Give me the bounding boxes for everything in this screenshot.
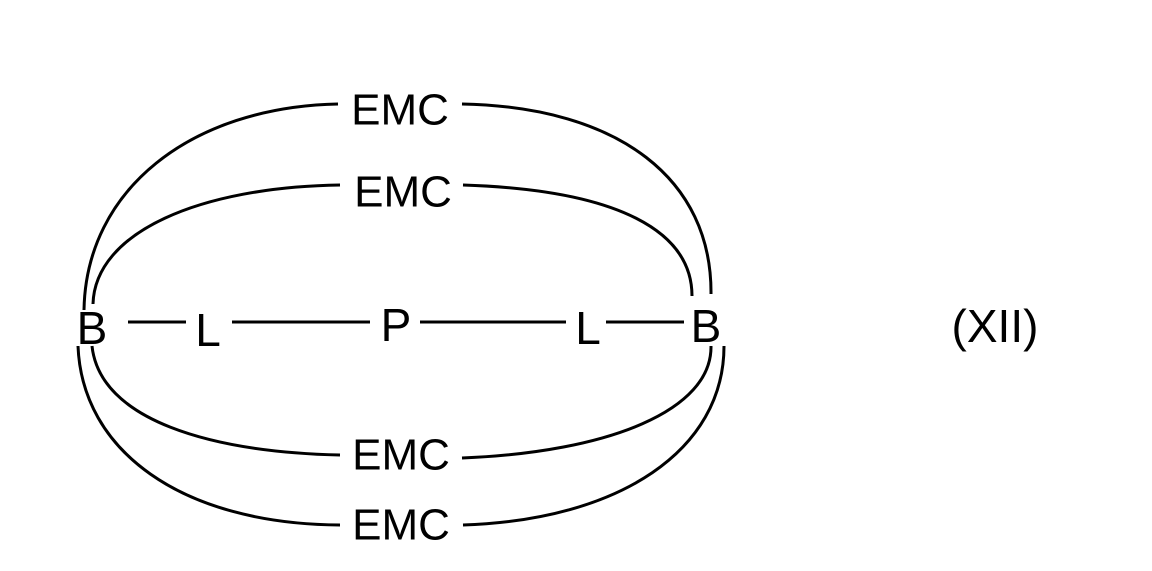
arc-top-inner-right bbox=[463, 185, 692, 296]
node-l-left: L bbox=[195, 304, 221, 356]
arc-bottom-outer-right bbox=[463, 346, 724, 525]
node-p-center: P bbox=[381, 299, 412, 351]
node-b-right: B bbox=[691, 300, 722, 352]
arc-label-bottom-outer: EMC bbox=[352, 501, 450, 550]
arc-label-top-outer: EMC bbox=[351, 86, 449, 135]
arc-bottom-inner-right bbox=[462, 346, 711, 458]
arc-label-top-inner: EMC bbox=[354, 168, 452, 217]
arc-label-bottom-inner: EMC bbox=[352, 431, 450, 480]
arc-top-inner bbox=[93, 185, 340, 304]
arc-bottom-outer bbox=[78, 346, 340, 525]
arc-bottom-inner bbox=[92, 346, 340, 455]
node-b-left: B bbox=[77, 302, 108, 354]
node-l-right: L bbox=[575, 302, 601, 354]
formula-id-label: (XII) bbox=[952, 300, 1039, 352]
arc-top-outer bbox=[84, 104, 338, 310]
